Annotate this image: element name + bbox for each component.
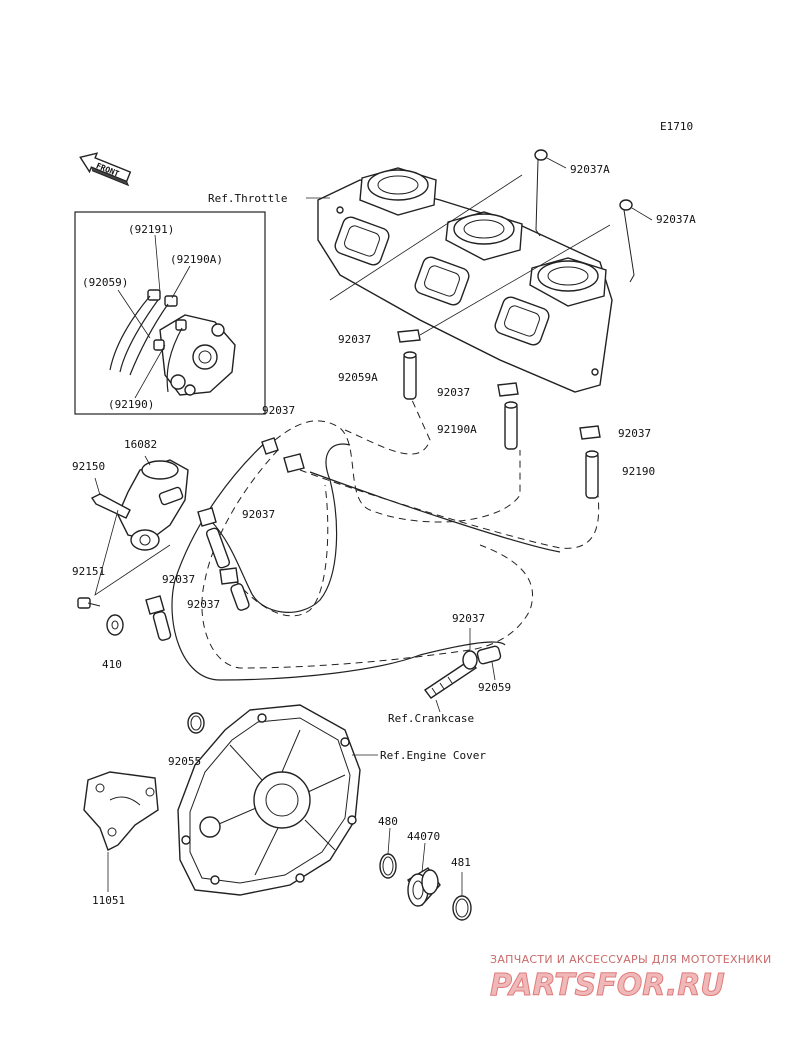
label-480: 480 [378, 815, 398, 828]
inset-label-92190A: (92190A) [170, 253, 223, 266]
label-92037-b: 92037 [437, 386, 470, 399]
circlip-481 [452, 895, 472, 921]
label-92150: 92150 [72, 460, 105, 473]
label-92037-h: 92037 [452, 612, 485, 625]
label-92190A: 92190A [437, 423, 477, 436]
circlip-480 [379, 853, 397, 879]
lead-92059 [491, 661, 496, 681]
label-11051: 11051 [92, 894, 125, 907]
label-92037-top: 92037 [338, 333, 371, 346]
engine-cover [177, 704, 361, 896]
lead-16082 [144, 455, 151, 466]
label-92037-g: 92037 [187, 598, 220, 611]
oil-pump [90, 459, 189, 551]
watermark-brand: PARTSFOR.RU [490, 968, 725, 1003]
hose-92190A [504, 401, 518, 450]
fitting-92037-e [197, 507, 231, 569]
label-92151: 92151 [72, 565, 105, 578]
label-92059: 92059 [478, 681, 511, 694]
front-arrow-icon: FRONT [79, 152, 132, 187]
bolt-92151 [77, 597, 101, 609]
clip-92037A-upper [534, 149, 567, 237]
inset-label-92190: (92190) [108, 398, 154, 411]
fitting-92037-f [219, 567, 250, 611]
label-92037A-upper: 92037A [570, 163, 610, 176]
hose-92059A [403, 351, 417, 400]
label-92037A-lower: 92037A [656, 213, 696, 226]
inset-label-92191: (92191) [128, 223, 174, 236]
washer-410 [106, 614, 124, 636]
lead-ref-crankcase [435, 699, 441, 713]
clamp-92037-b [497, 382, 519, 397]
clip-92037A-lower [619, 199, 653, 283]
label-44070: 44070 [407, 830, 440, 843]
label-16082: 16082 [124, 438, 157, 451]
oil-hoses [171, 399, 600, 681]
clamp-92037-top [397, 329, 421, 343]
clamp-92037-c [579, 425, 601, 440]
bracket-11051 [83, 771, 159, 851]
bearing-44070 [407, 867, 441, 907]
label-92037-f: 92037 [162, 573, 195, 586]
o-ring-92055 [187, 712, 205, 734]
label-ref-crankcase: Ref.Crankcase [388, 712, 474, 725]
label-92055: 92055 [168, 755, 201, 768]
label-92037-d: 92037 [262, 404, 295, 417]
label-92037-e: 92037 [242, 508, 275, 521]
label-92190: 92190 [622, 465, 655, 478]
diagram-code: E1710 [660, 120, 693, 133]
label-ref-engine-cover: Ref.Engine Cover [380, 749, 486, 762]
crankcase-fitting [423, 645, 502, 699]
fitting-92037-d [261, 437, 305, 473]
inset-label-92059: (92059) [82, 276, 128, 289]
label-481: 481 [451, 856, 471, 869]
hose-92190 [585, 450, 599, 499]
lead-480 [387, 827, 391, 855]
label-410: 410 [102, 658, 122, 671]
lead-44070 [421, 842, 426, 873]
label-ref-throttle: Ref.Throttle [208, 192, 287, 205]
lead-92037A-b [419, 224, 611, 336]
fitting-92037-g [145, 595, 172, 641]
label-92037-c: 92037 [618, 427, 651, 440]
lead-92037A-a [329, 174, 523, 301]
lead-92150 [94, 477, 101, 496]
watermark-tagline: ЗАПЧАСТИ И АКСЕССУАРЫ ДЛЯ МОТОТЕХНИКИ [490, 953, 772, 966]
label-92059A: 92059A [338, 371, 378, 384]
throttle-manifold [317, 167, 613, 393]
lead-pump-triangle [94, 509, 171, 596]
inset-detail [74, 211, 266, 415]
